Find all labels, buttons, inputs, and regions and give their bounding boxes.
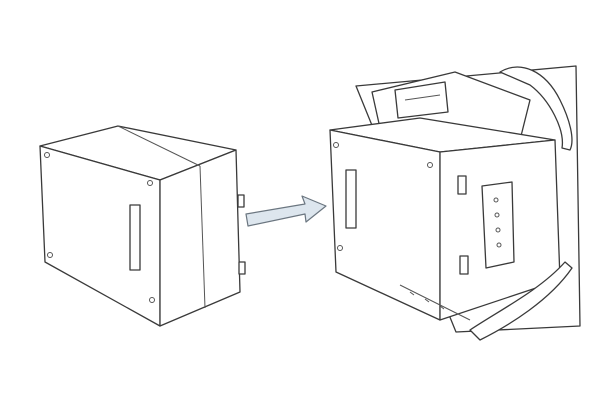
- side-latch: [457, 175, 467, 195]
- module-seam: [199, 165, 206, 309]
- mounted-device: [329, 65, 581, 341]
- module-side-face: [159, 149, 241, 327]
- module-pin: [238, 261, 246, 275]
- module-top-seam: [117, 125, 201, 167]
- side-latch: [459, 255, 469, 275]
- device-slot: [345, 169, 357, 229]
- module-slot: [129, 204, 141, 271]
- top-clip: [499, 66, 573, 151]
- module-screw: [44, 152, 50, 158]
- bottom-clip: [469, 261, 573, 341]
- device-screw: [337, 245, 343, 251]
- device-screw: [333, 142, 339, 148]
- module-screw: [147, 180, 153, 186]
- side-connector: [481, 181, 515, 269]
- module-pin: [237, 194, 245, 208]
- module-device: [39, 125, 246, 327]
- device-screw: [427, 162, 433, 168]
- module-screw: [47, 252, 53, 258]
- top-connector: [394, 81, 449, 119]
- insert-arrow: [245, 195, 327, 227]
- module-screw: [149, 297, 155, 303]
